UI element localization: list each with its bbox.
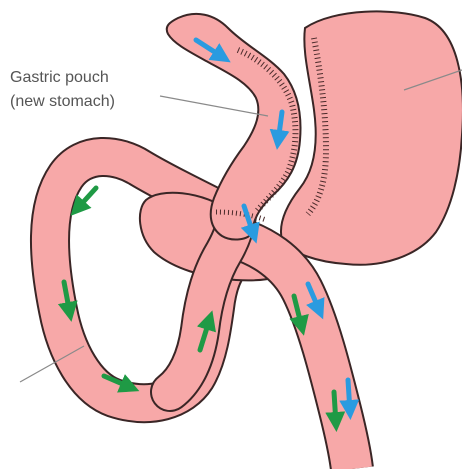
- blue-arrow-icon: [348, 380, 350, 412]
- callout-line-pouch: [160, 96, 268, 116]
- bypassed-stomach: [281, 11, 462, 264]
- green-arrow-icon: [334, 392, 336, 424]
- new-stomach-label: (new stomach): [10, 93, 115, 110]
- gastric-pouch-label: Gastric pouch: [10, 69, 109, 86]
